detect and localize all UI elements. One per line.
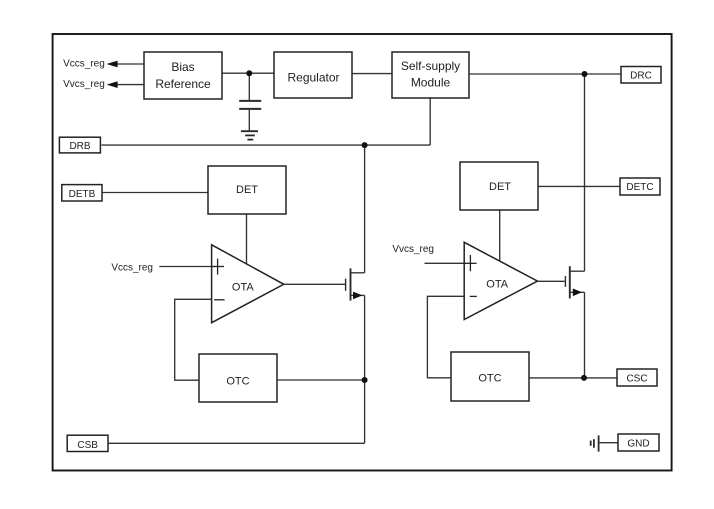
- svg-text:OTC: OTC: [226, 376, 249, 388]
- svg-text:DRB: DRB: [69, 141, 90, 152]
- svg-text:CSB: CSB: [77, 440, 98, 451]
- svg-text:Vvcs_reg: Vvcs_reg: [63, 79, 105, 90]
- svg-text:GND: GND: [627, 438, 649, 449]
- svg-text:Self-supply: Self-supply: [401, 59, 460, 73]
- svg-text:Vccs_reg: Vccs_reg: [63, 59, 105, 70]
- svg-text:Vccs_reg: Vccs_reg: [111, 262, 153, 273]
- svg-text:OTC: OTC: [478, 372, 501, 384]
- svg-text:OTA: OTA: [486, 278, 508, 290]
- svg-text:OTA: OTA: [232, 282, 254, 294]
- svg-text:DETB: DETB: [69, 189, 96, 200]
- svg-text:Bias: Bias: [171, 60, 194, 74]
- svg-text:DRC: DRC: [630, 70, 652, 81]
- svg-text:Vvcs_reg: Vvcs_reg: [392, 244, 434, 255]
- svg-text:Reference: Reference: [155, 77, 211, 91]
- svg-text:DETC: DETC: [626, 182, 653, 193]
- svg-text:Module: Module: [411, 75, 451, 89]
- svg-text:DET: DET: [236, 184, 258, 196]
- svg-text:CSC: CSC: [626, 373, 647, 384]
- svg-text:DET: DET: [489, 181, 511, 193]
- svg-text:Regulator: Regulator: [287, 71, 339, 85]
